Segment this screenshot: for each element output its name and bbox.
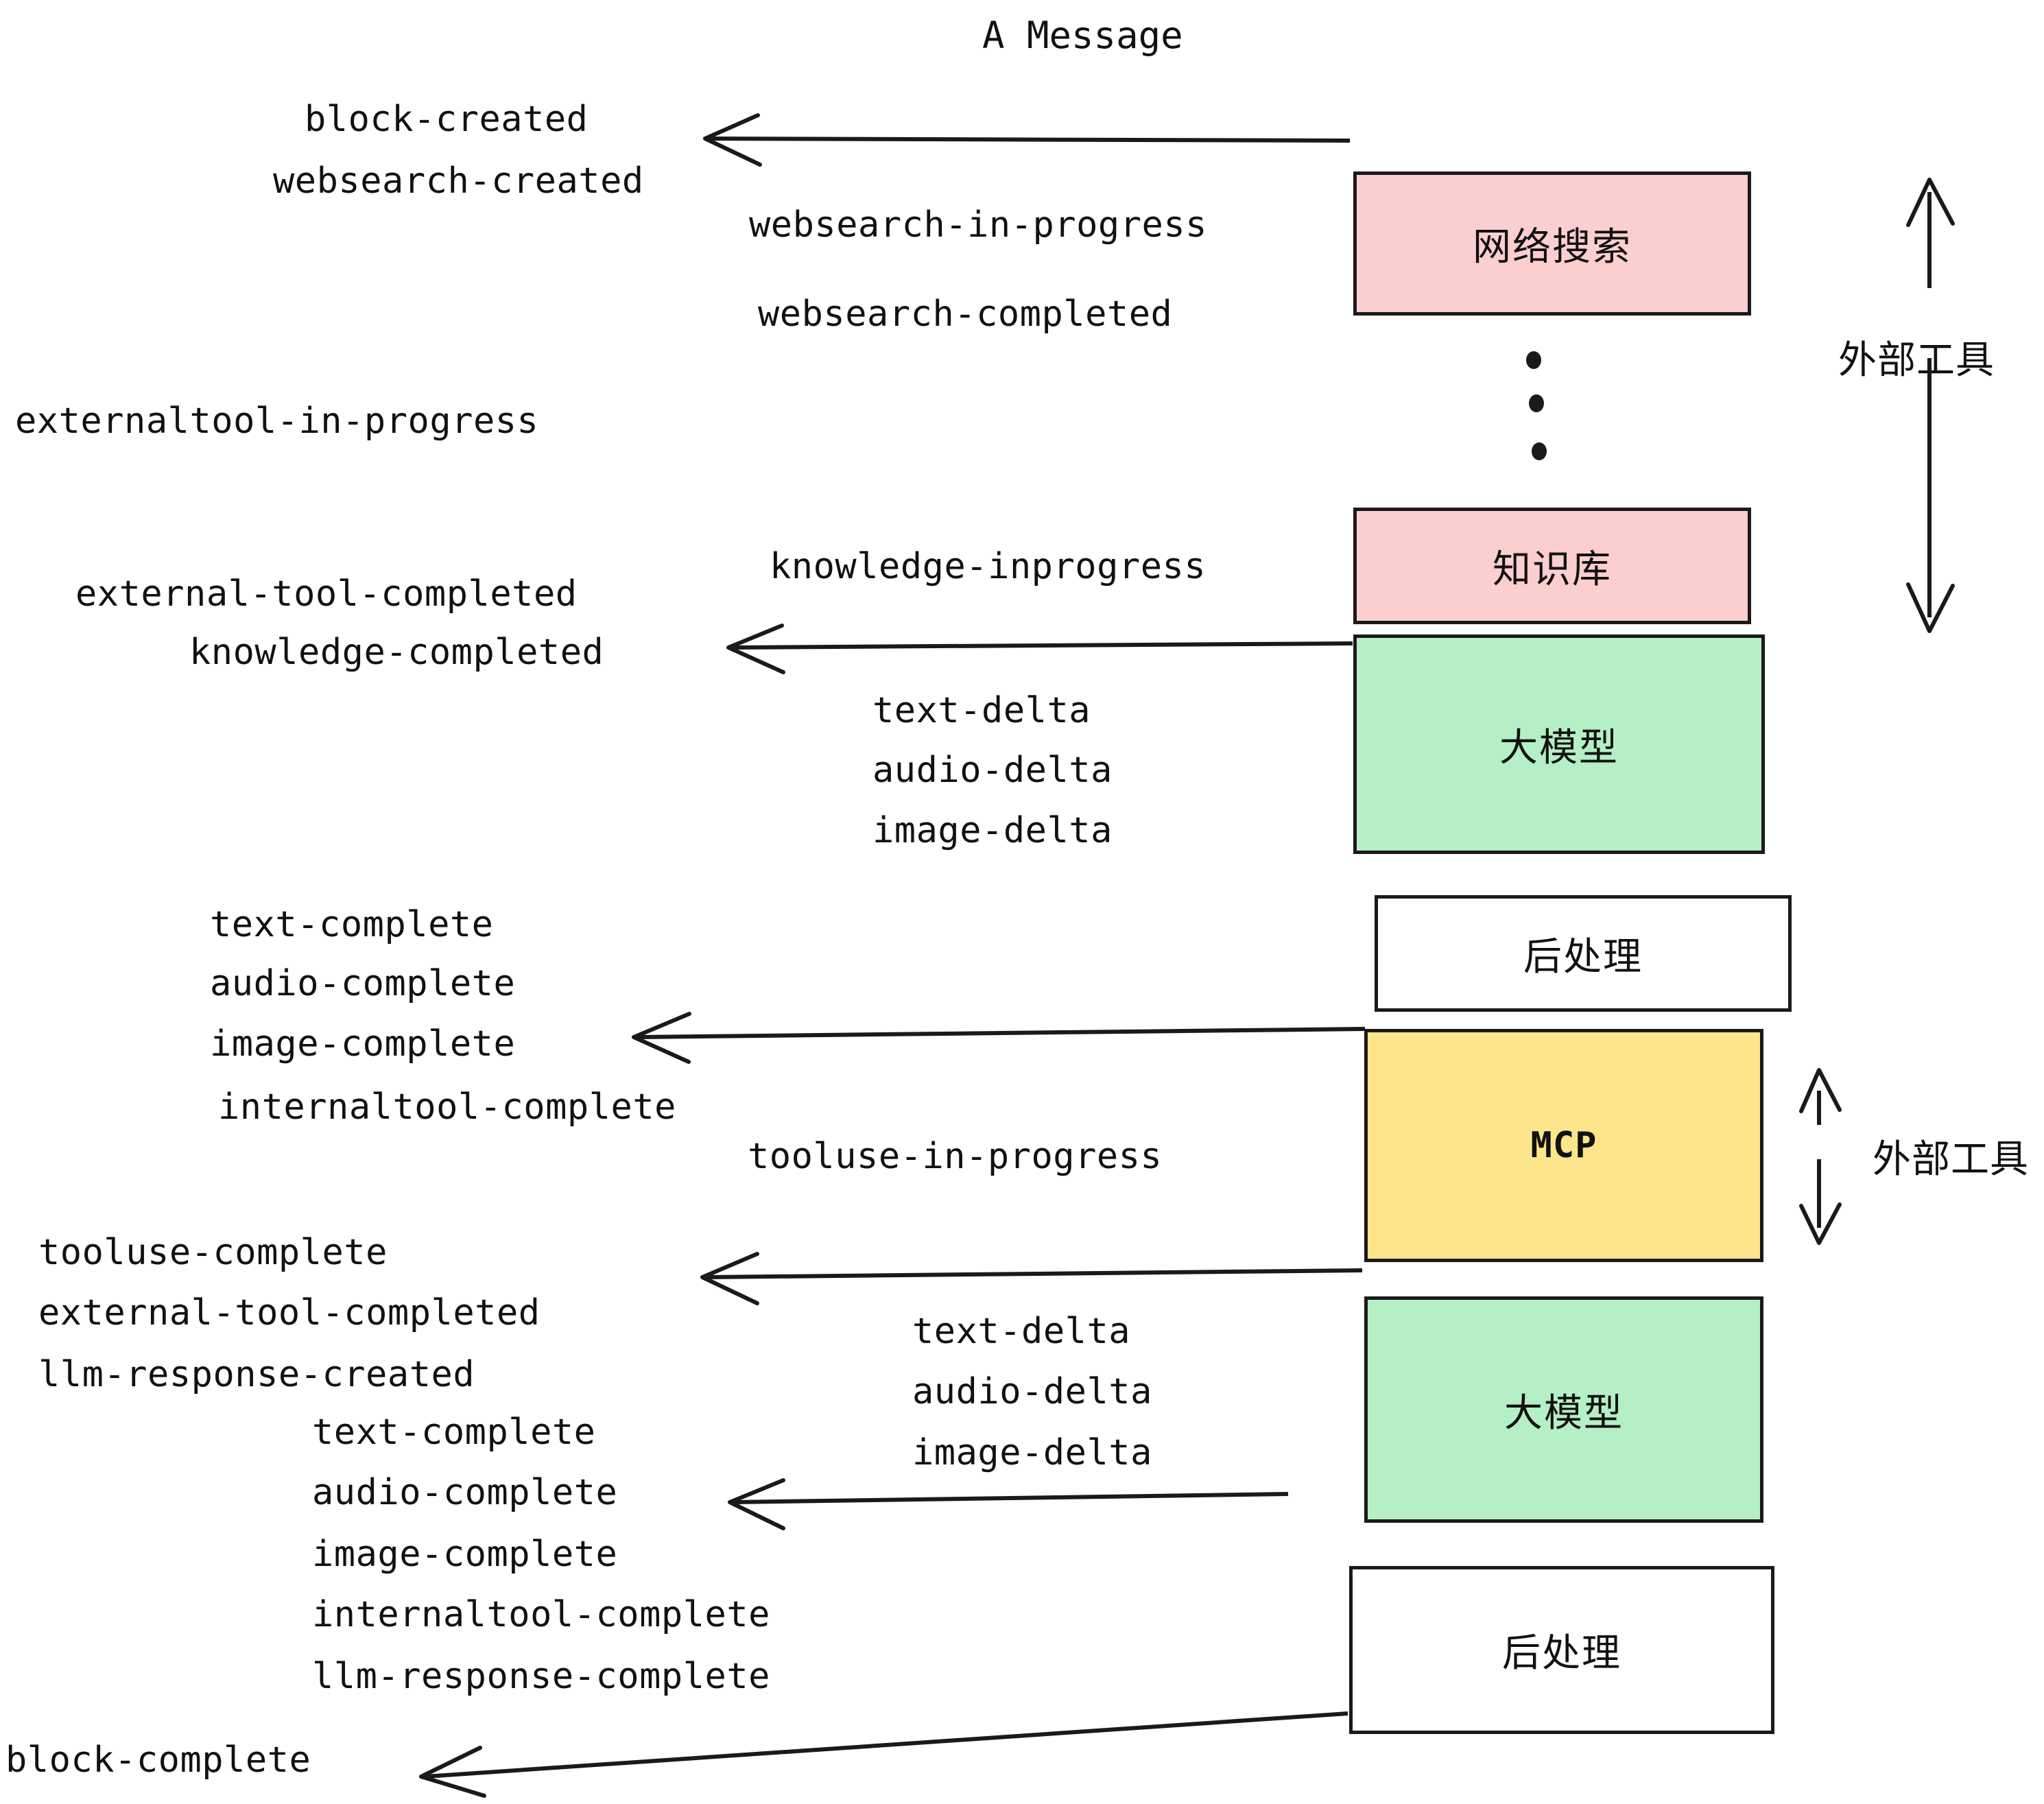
event-label-image-complete-first: image-complete	[210, 1023, 516, 1065]
event-label-block-complete: block-complete	[5, 1740, 311, 1781]
event-label-image-delta-first: image-delta	[872, 810, 1113, 851]
arrow-mcp-to-tooluse-complete	[700, 1252, 1363, 1305]
event-label-image-delta-second: image-delta	[912, 1432, 1152, 1473]
event-label-knowledge-inprogress: knowledge-inprogress	[770, 546, 1207, 587]
box-knowledge[interactable]: 知识库	[1353, 508, 1751, 624]
event-label-internaltool-complete-first: internaltool-complete	[218, 1087, 676, 1128]
box-websearch[interactable]: 网络搜索	[1353, 171, 1751, 316]
arrow-llm-to-knowledge-completed	[726, 624, 1353, 674]
event-label-llm-response-created: llm-response-created	[38, 1354, 475, 1395]
event-label-image-complete-second: image-complete	[312, 1534, 618, 1575]
arrow-postprocess-to-block-complete	[419, 1711, 1348, 1798]
event-label-websearch-completed: websearch-completed	[758, 294, 1173, 335]
diagram-title: A Message	[982, 14, 1183, 57]
event-label-tooluse-in-progress: tooluse-in-progress	[748, 1136, 1163, 1177]
event-label-external-tool-completed-first: external-tool-completed	[75, 573, 578, 615]
ellipsis-dot-icon	[1526, 351, 1541, 369]
event-label-text-complete-second: text-complete	[312, 1412, 596, 1453]
arrow-websearch-to-created	[703, 113, 1351, 167]
ellipsis-dot-icon	[1529, 394, 1544, 412]
arrow-llm-to-audio-complete	[728, 1478, 1289, 1530]
box-mcp[interactable]: MCP	[1364, 1029, 1763, 1262]
external-tool-range-arrow-bottom	[1799, 1068, 1842, 1245]
arrow-postprocess-to-image-complete	[632, 1012, 1366, 1064]
side-label-external-tool-top: 外部工具	[1838, 338, 1995, 383]
event-label-internaltool-complete-second: internaltool-complete	[312, 1594, 770, 1635]
event-label-knowledge-completed: knowledge-completed	[189, 632, 604, 673]
event-label-audio-complete-second: audio-complete	[312, 1472, 618, 1513]
side-label-external-tool-bottom: 外部工具	[1873, 1137, 2029, 1182]
event-label-websearch-created: websearch-created	[273, 161, 644, 202]
box-postprocess-first[interactable]: 后处理	[1375, 895, 1792, 1012]
event-label-audio-delta-second: audio-delta	[912, 1371, 1152, 1412]
ellipsis-dot-icon	[1532, 442, 1547, 460]
event-label-text-delta-second: text-delta	[912, 1311, 1131, 1352]
event-label-text-complete-first: text-complete	[210, 904, 494, 945]
box-postprocess-second[interactable]: 后处理	[1349, 1566, 1774, 1734]
event-label-text-delta-first: text-delta	[872, 690, 1091, 731]
event-label-externaltool-in-progress: externaltool-in-progress	[15, 401, 539, 442]
box-llm-second[interactable]: 大模型	[1364, 1296, 1763, 1523]
event-label-block-created: block-created	[305, 99, 589, 140]
event-label-tooluse-complete: tooluse-complete	[38, 1232, 388, 1273]
external-tool-range-arrow-top	[1906, 178, 1955, 633]
event-label-external-tool-completed-second: external-tool-completed	[38, 1292, 540, 1333]
event-label-audio-complete-first: audio-complete	[210, 963, 516, 1004]
event-label-audio-delta-first: audio-delta	[872, 750, 1113, 791]
event-label-llm-response-complete: llm-response-complete	[312, 1656, 770, 1697]
box-llm-first[interactable]: 大模型	[1353, 634, 1765, 854]
event-label-websearch-in-progress: websearch-in-progress	[749, 204, 1207, 246]
